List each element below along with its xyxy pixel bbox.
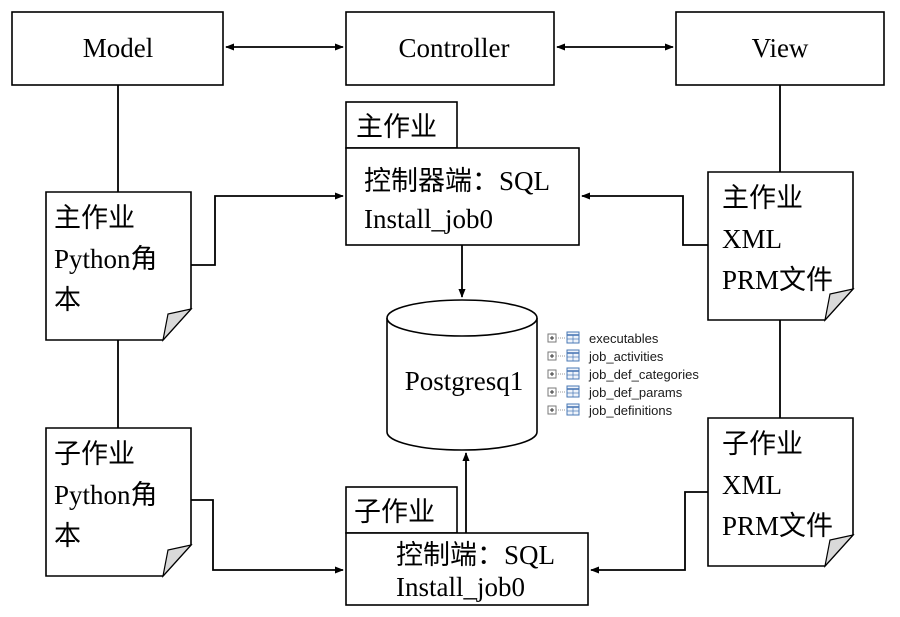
main-xml-line-1: 主作业 (722, 183, 803, 213)
sub-controller-box (345, 532, 589, 606)
view-label: View (752, 33, 809, 63)
sub-job-tab-label: 子作业 (354, 497, 435, 527)
main-controller-box (345, 147, 580, 246)
sub-script-line-2: Python角 (54, 480, 158, 510)
view-box: View (675, 11, 885, 86)
sub-python-script-doc: 子作业 Python角 本 (45, 427, 193, 578)
sub-controller-line-2: Install_job0 (396, 572, 525, 602)
table-item[interactable]: job_def_categories (547, 367, 699, 382)
table-tree: executables job_activities (547, 331, 699, 418)
table-name: executables (589, 331, 659, 346)
model-box: Model (11, 11, 224, 86)
sub-controller-line-1: 控制端：SQL (396, 540, 555, 570)
table-icon (566, 385, 580, 398)
table-item[interactable]: job_activities (547, 349, 664, 364)
main-script-to-controller-arrow (191, 192, 344, 266)
main-xml-prm-doc: 主作业 XML PRM文件 (707, 171, 855, 322)
table-icon (566, 403, 580, 416)
table-name: job_activities (588, 349, 664, 364)
database-label: Postgresq1 (405, 366, 524, 396)
main-xml-to-controller-arrow (581, 192, 708, 246)
sub-job-controller: 子作业 控制端：SQL Install_job0 (345, 486, 589, 606)
sub-xml-prm-doc: 子作业 XML PRM文件 (707, 417, 855, 568)
table-icon (566, 331, 580, 344)
sub-script-line-3: 本 (54, 521, 81, 551)
main-job-tab-label: 主作业 (356, 112, 437, 142)
controller-box: Controller (345, 11, 555, 86)
table-name: job_def_categories (588, 367, 699, 382)
sub-xml-to-controller-arrow (590, 491, 708, 574)
sub-script-line-1: 子作业 (54, 439, 135, 469)
main-controller-line-2: Install_job0 (364, 204, 493, 234)
sub-xml-line-2: XML (722, 470, 782, 500)
sub-xml-line-3: PRM文件 (722, 511, 833, 541)
table-icon (566, 367, 580, 380)
table-item[interactable]: job_def_params (547, 385, 683, 400)
table-item[interactable]: executables (547, 331, 659, 346)
postgres-database: Postgresq1 (386, 299, 538, 451)
controller-label: Controller (399, 33, 510, 63)
table-item[interactable]: job_definitions (547, 403, 673, 418)
main-xml-line-3: PRM文件 (722, 265, 833, 295)
main-xml-line-2: XML (722, 224, 782, 254)
main-controller-line-1: 控制器端：SQL (364, 166, 550, 196)
sub-xml-line-1: 子作业 (722, 429, 803, 459)
sub-job-tab (345, 486, 458, 534)
model-label: Model (83, 33, 154, 63)
main-python-script-doc: 主作业 Python角 本 (45, 191, 193, 342)
main-job-controller: 主作业 控制器端：SQL Install_job0 (345, 101, 580, 246)
sub-script-to-controller-arrow (191, 499, 344, 574)
main-script-line-3: 本 (54, 285, 81, 315)
table-icon (566, 349, 580, 362)
table-name: job_definitions (588, 403, 673, 418)
main-script-line-2: Python角 (54, 244, 158, 274)
table-name: job_def_params (588, 385, 683, 400)
main-script-line-1: 主作业 (54, 203, 135, 233)
